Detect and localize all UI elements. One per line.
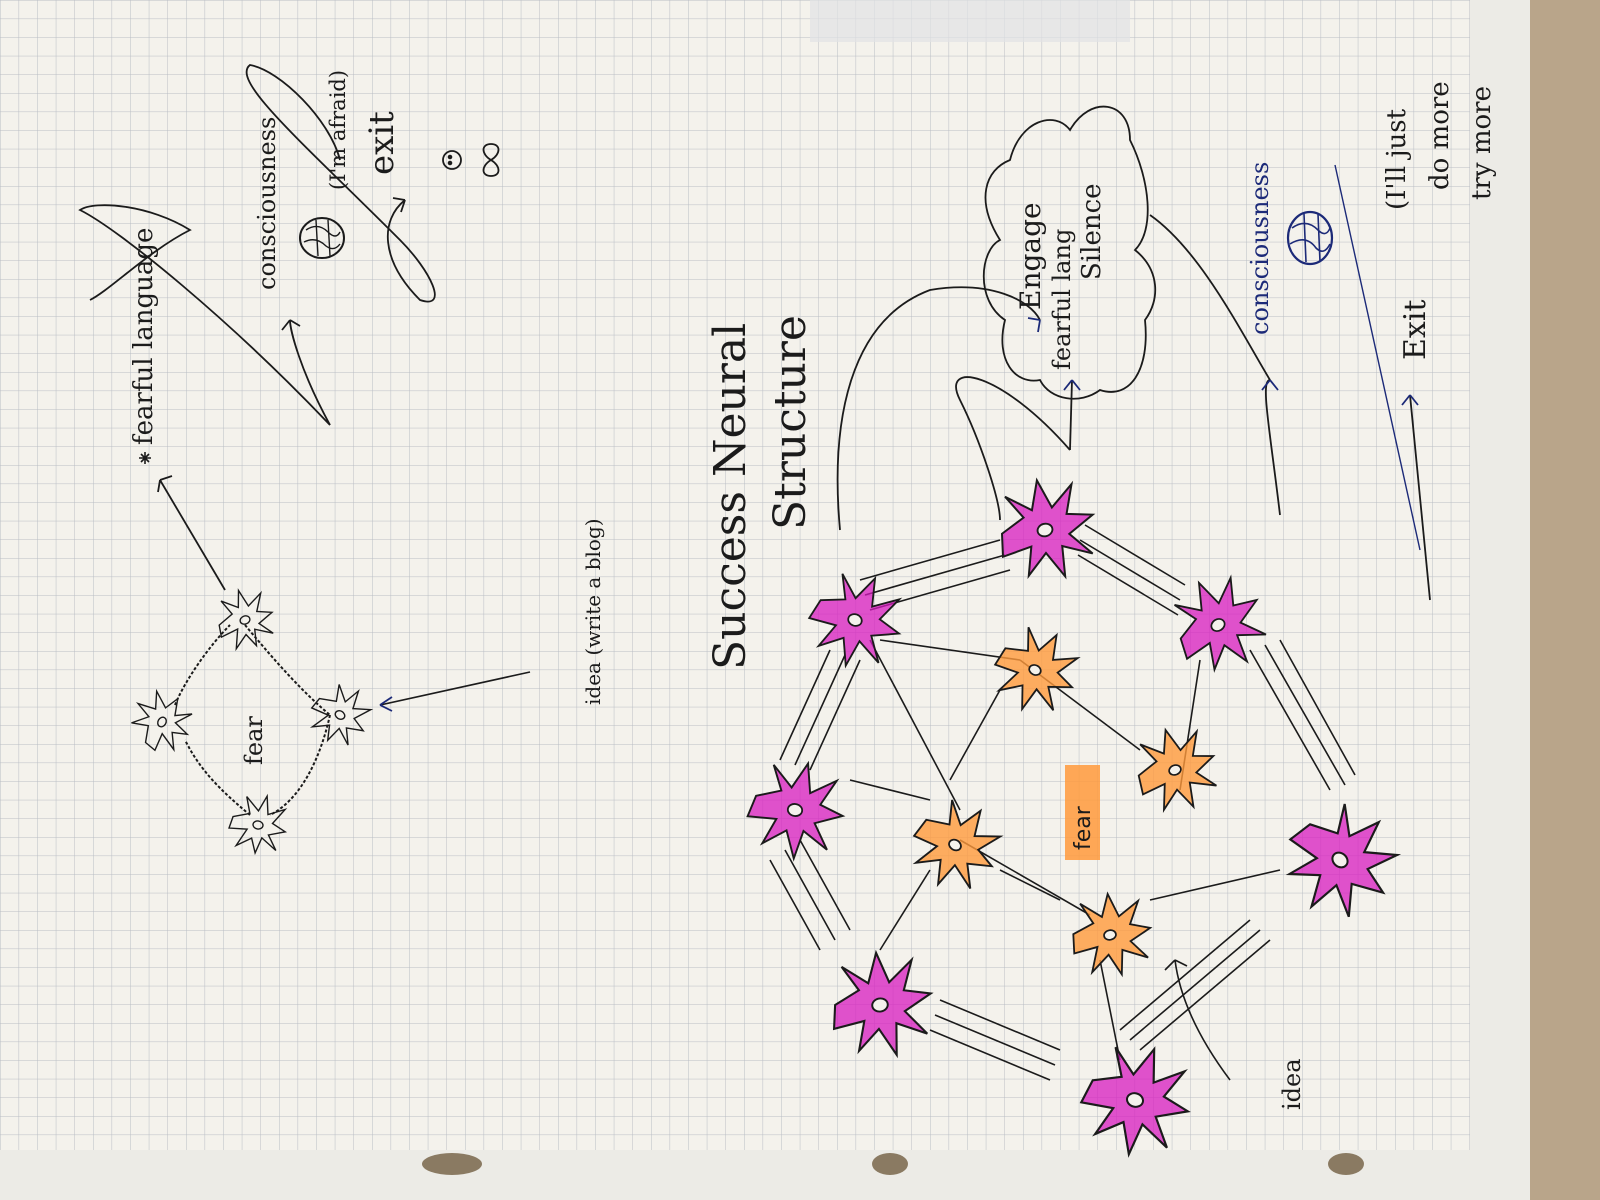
connections [769,524,1356,1081]
speech-cloud [983,105,1157,400]
label-ill-just: (I'll just [1382,108,1412,210]
fear-loop [174,624,331,816]
label-exit: Exit [1398,300,1433,360]
left-labels: fearful language consciousness (I'm afra… [129,70,605,765]
label-im-afraid: (I'm afraid) [326,70,350,190]
label-idea: idea [1278,1058,1306,1110]
paper-sheet [0,0,1530,1200]
label-idea-write-blog: idea (write a blog) [581,518,605,705]
label-fearful-language: fearful language [129,228,159,445]
binder-holes [422,1153,1364,1175]
binder-hole [1328,1153,1364,1175]
binder-hole [872,1153,908,1175]
brain-icon [299,217,345,259]
title-line-2: Structure [765,315,816,530]
label-try-more: try more [1467,86,1497,200]
arrows [836,164,1431,601]
star-icon [139,452,151,464]
label-consciousness: consciousness [1246,162,1274,335]
label-do-more: do more [1425,81,1455,190]
title-line-1: Success Neural [705,323,756,670]
right-labels: Success Neural Structure Engage Silence … [705,81,1497,1110]
fear-box-label: fear [1071,805,1096,850]
cloud-line-2: Silence [1077,183,1107,280]
cloud-line-1: Engage [1014,202,1047,310]
label-fear: fear [240,716,268,765]
label-fearful-lang: fearful lang [1048,229,1076,370]
smiley-icon [442,150,462,170]
fear-box: fear [1065,765,1100,860]
label-exit: exit [362,111,402,175]
right-diagram: fear [740,105,1431,1168]
left-diagram [78,64,531,859]
infinity-icon [482,143,500,177]
label-consciousness: consciousness [253,117,281,290]
arrows [78,64,531,712]
binder-hole [422,1153,482,1175]
brain-icon [1286,210,1334,266]
